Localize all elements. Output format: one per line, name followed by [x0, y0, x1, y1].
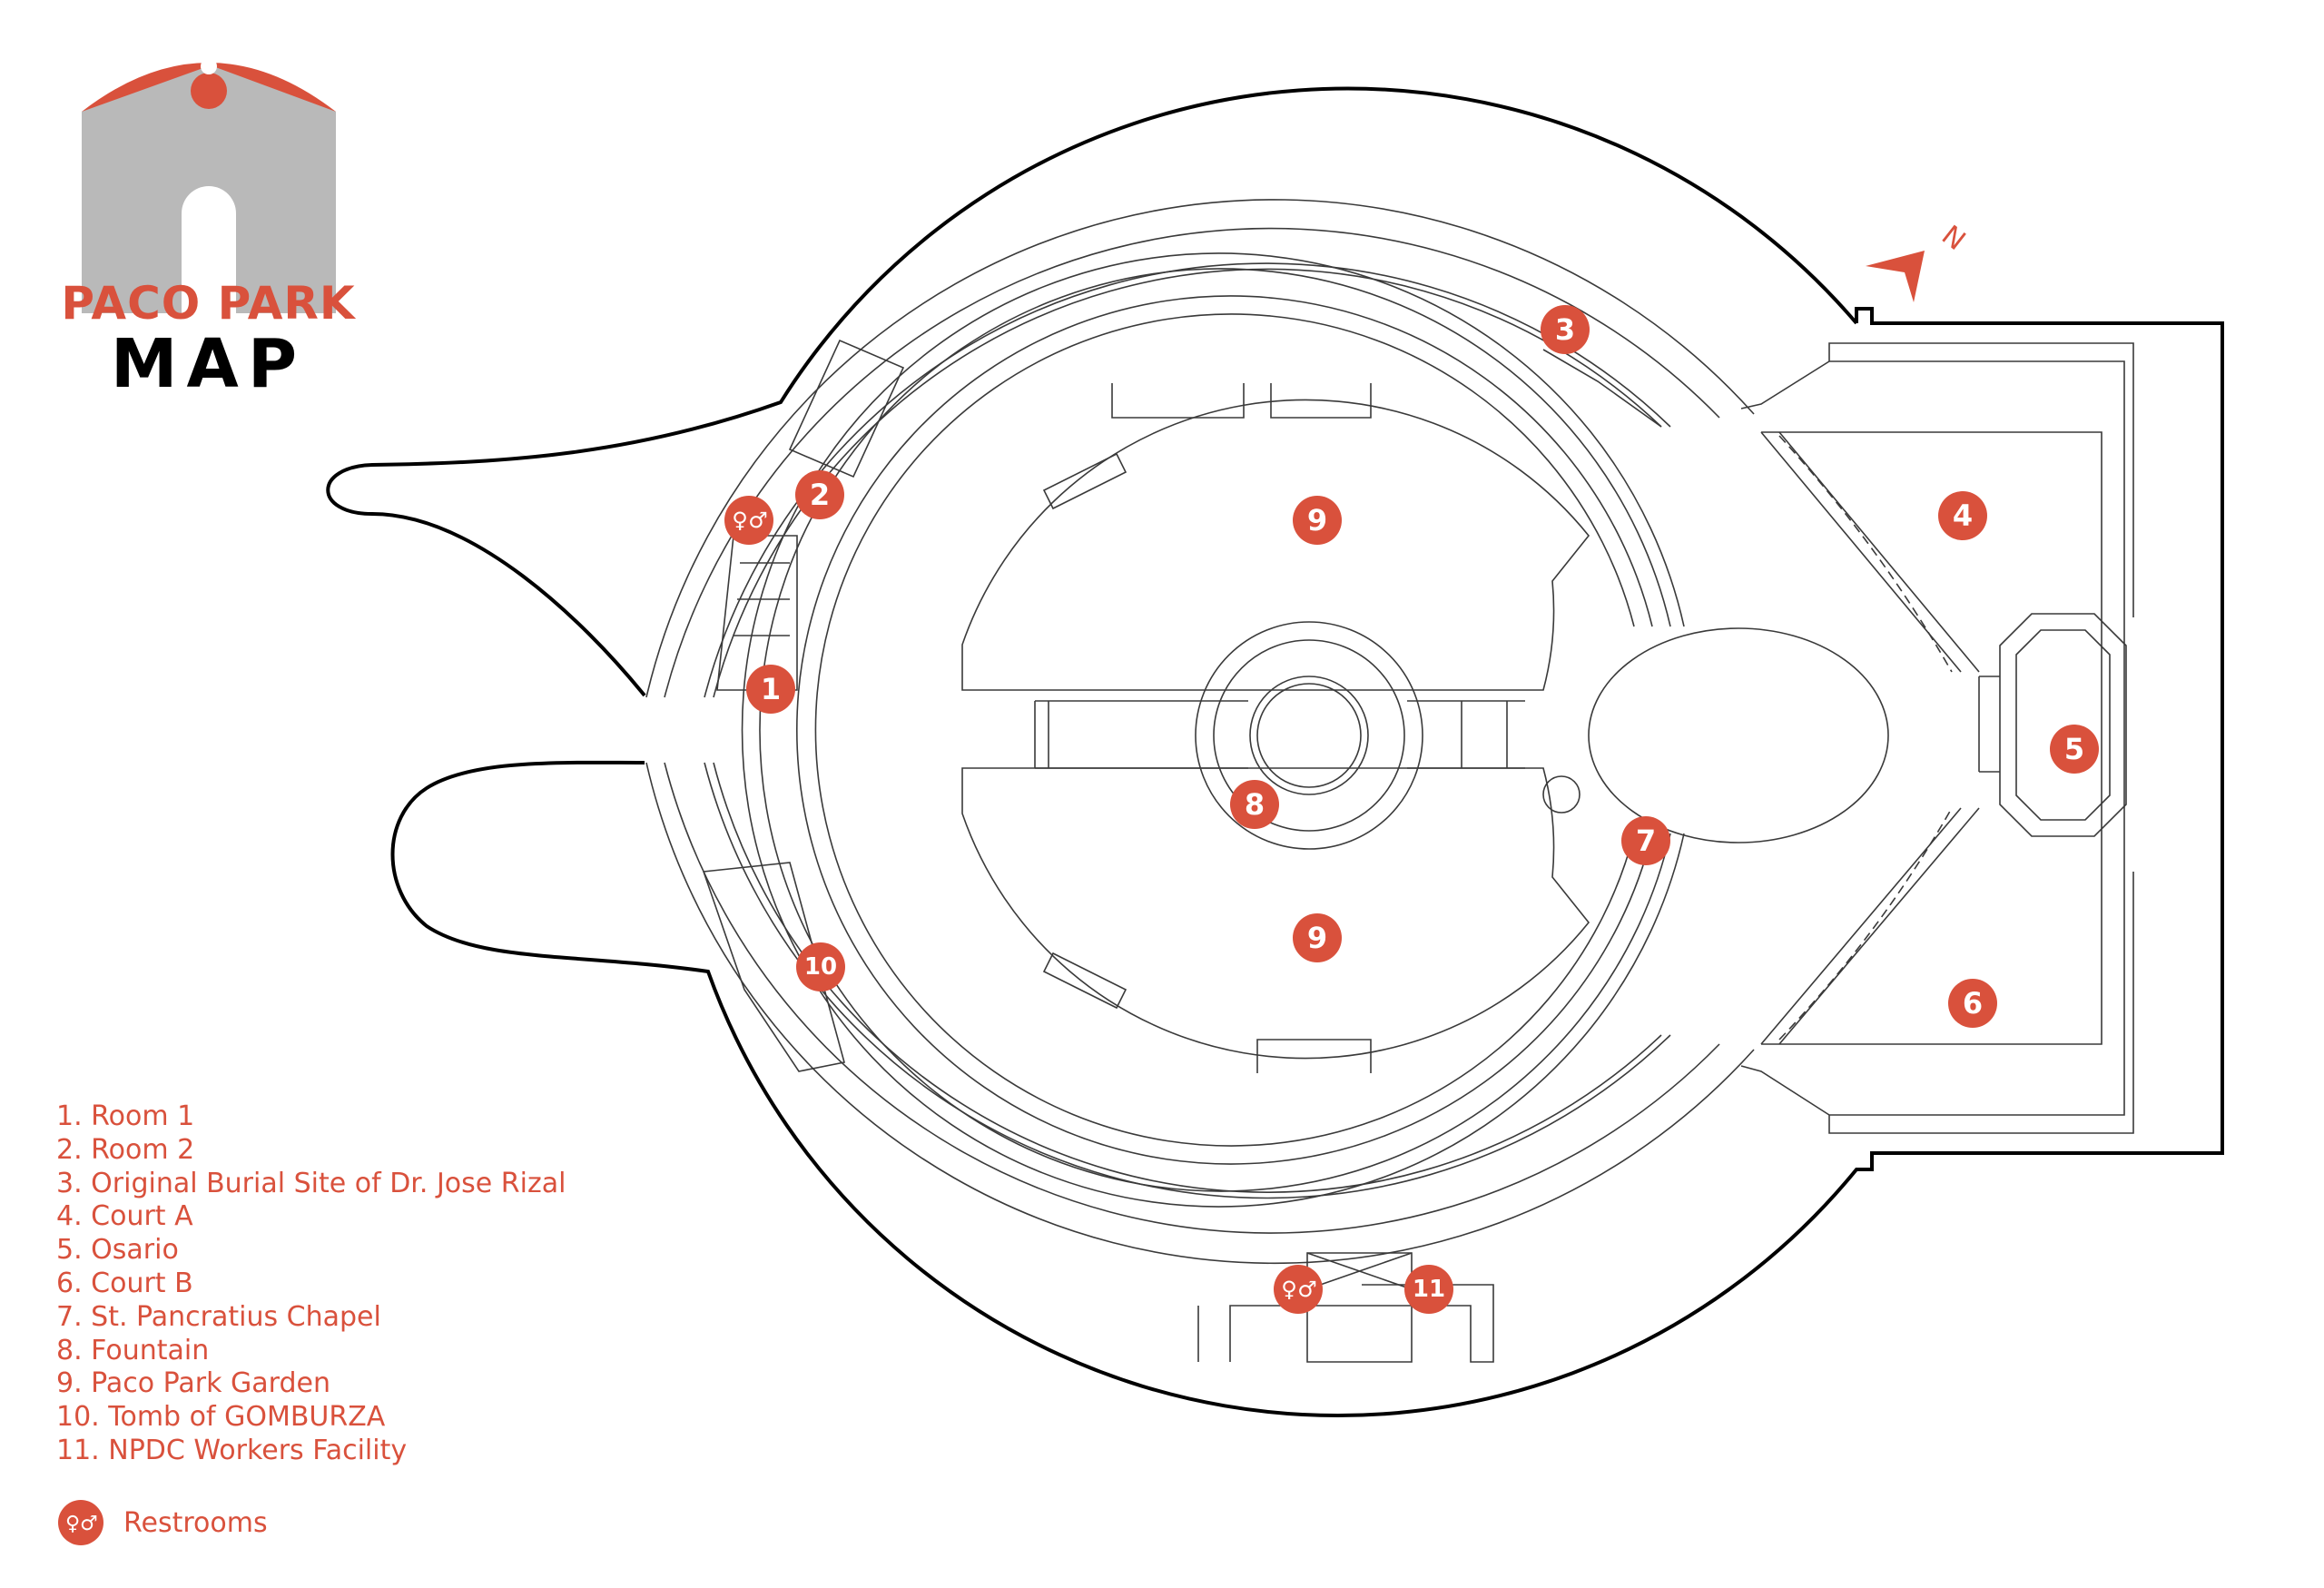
- marker-5[interactable]: 5: [2050, 725, 2099, 774]
- svg-text:♂: ♂: [1297, 1277, 1317, 1302]
- marker-8[interactable]: 8: [1230, 780, 1279, 829]
- svg-text:♀: ♀: [1281, 1277, 1297, 1302]
- marker-7-label: 7: [1636, 824, 1656, 858]
- restroom-legend: ♀ ♂ Restrooms: [56, 1498, 268, 1547]
- marker-9-lower[interactable]: 9: [1293, 913, 1342, 962]
- central-walkway: [1034, 700, 1525, 769]
- concentric-rings: [645, 199, 1755, 1265]
- marker-10-label: 10: [804, 953, 837, 981]
- legend-item: 5. Osario: [56, 1234, 179, 1267]
- legend-item: 11. NPDC Workers Facility: [56, 1434, 408, 1466]
- marker-10[interactable]: 10: [796, 942, 845, 991]
- marker-1[interactable]: 1: [746, 665, 795, 714]
- legend-item: 8. Fountain: [56, 1334, 210, 1366]
- legend: 1. Room 1 2. Room 2 3. Original Burial S…: [56, 1100, 566, 1468]
- svg-text:♀: ♀: [65, 1513, 80, 1535]
- marker-9-upper-label: 9: [1307, 503, 1327, 538]
- legend-item: 6. Court B: [56, 1267, 193, 1299]
- marker-1-label: 1: [761, 672, 781, 706]
- marker-2-label: 2: [810, 478, 830, 512]
- marker-11[interactable]: 11: [1404, 1265, 1453, 1314]
- burial-site-outline: [1542, 349, 1662, 428]
- legend-item: 1. Room 1: [56, 1100, 195, 1132]
- room-1-outline: [716, 535, 798, 691]
- marker-7[interactable]: 7: [1621, 816, 1670, 865]
- courts-structure: [1740, 342, 2134, 1134]
- legend-item: 10. Tomb of GOMBURZA: [56, 1401, 386, 1434]
- legend-item: 2. Room 2: [56, 1133, 195, 1166]
- marker-11-label: 11: [1413, 1276, 1445, 1303]
- map-title-line1: PACO PARK: [61, 277, 356, 330]
- legend-item: 9. Paco Park Garden: [56, 1367, 330, 1400]
- room-2-outline: [788, 339, 905, 478]
- osario-structure: [1978, 613, 2127, 837]
- restroom-legend-label: Restrooms: [123, 1506, 268, 1539]
- svg-text:♂: ♂: [80, 1513, 98, 1535]
- north-label: N: [1935, 220, 1971, 257]
- park-outer-wall: [326, 86, 2224, 1418]
- garden-beds: [961, 383, 1590, 1073]
- svg-text:♂: ♂: [748, 508, 768, 533]
- restroom-icon: ♀ ♂: [58, 1500, 103, 1545]
- gomburza-tomb-outline: [702, 862, 845, 1072]
- fountain-structure: [1195, 621, 1581, 850]
- restroom-icon: ♀ ♂: [724, 496, 773, 545]
- npdc-facility-outline: [1197, 1252, 1494, 1363]
- marker-5-label: 5: [2064, 732, 2084, 766]
- marker-3[interactable]: 3: [1541, 305, 1590, 354]
- marker-3-label: 3: [1555, 312, 1575, 347]
- chapel-outline: [1588, 627, 1889, 843]
- legend-item: 4. Court A: [56, 1200, 193, 1233]
- marker-6[interactable]: 6: [1948, 979, 1997, 1028]
- marker-8-label: 8: [1245, 787, 1265, 822]
- marker-9-upper[interactable]: 9: [1293, 496, 1342, 545]
- restroom-icon: ♀ ♂: [1274, 1265, 1323, 1314]
- marker-9-lower-label: 9: [1307, 921, 1327, 955]
- marker-2[interactable]: 2: [795, 470, 844, 519]
- paco-park-logo: [82, 58, 336, 313]
- map-title-line2: MAP: [110, 325, 307, 403]
- north-arrow-icon: N: [1866, 220, 1971, 302]
- legend-item: 7. St. Pancratius Chapel: [56, 1300, 381, 1333]
- svg-text:♀: ♀: [732, 508, 748, 533]
- marker-4-label: 4: [1953, 498, 1973, 533]
- marker-6-label: 6: [1963, 986, 1983, 1021]
- marker-4[interactable]: 4: [1938, 491, 1987, 540]
- legend-item: 3. Original Burial Site of Dr. Jose Riza…: [56, 1167, 566, 1199]
